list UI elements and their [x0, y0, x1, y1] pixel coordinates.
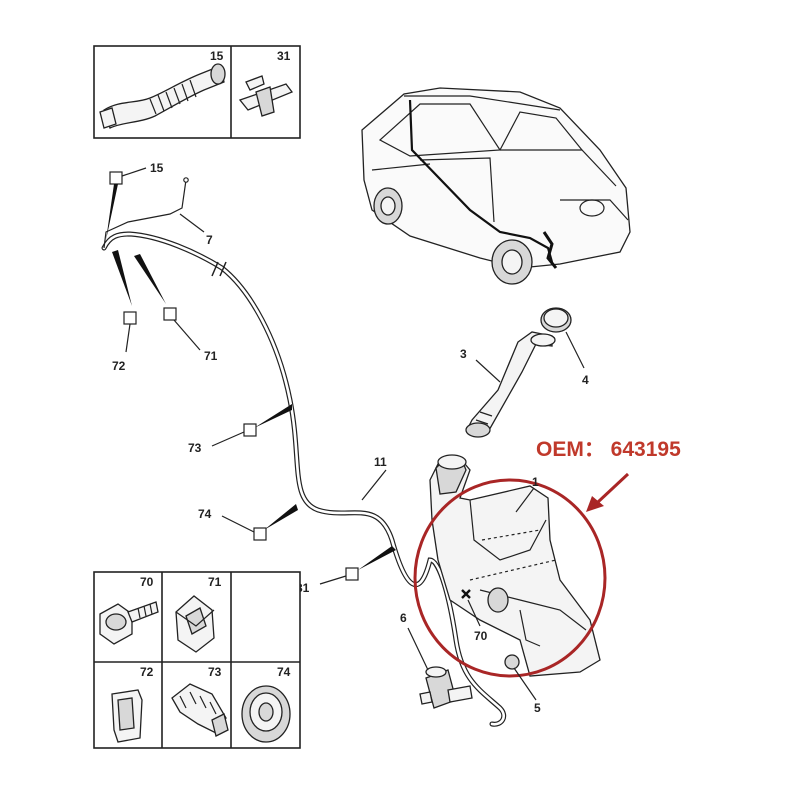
cap-illustration	[540, 307, 572, 333]
svg-text:15: 15	[150, 161, 164, 175]
callout-71: 71	[134, 254, 218, 363]
inset-label-73: 73	[208, 665, 222, 679]
inset-label-71: 71	[208, 575, 222, 589]
washer-reservoir-illustration	[429, 454, 601, 677]
svg-text:71: 71	[204, 349, 218, 363]
callout-31: 31	[296, 546, 396, 595]
washer-pump-illustration	[419, 666, 473, 709]
callout-6: 6	[400, 611, 429, 671]
svg-text:7: 7	[206, 233, 213, 247]
inset-label-72: 72	[140, 665, 154, 679]
callout-72: 72	[112, 250, 137, 373]
inset-label-15: 15	[210, 49, 224, 63]
bottom-inset-grid: 70 71 72 73 74	[93, 571, 301, 749]
plastic-clip-illustration	[111, 689, 143, 743]
callout-4: 4	[565, 331, 589, 387]
svg-text:73: 73	[188, 441, 202, 455]
oem-label: OEM： 643195	[536, 438, 681, 461]
corrugated-pipe-illustration	[99, 63, 226, 129]
inset-label-70: 70	[140, 575, 154, 589]
svg-text:4: 4	[582, 373, 589, 387]
grommet-illustration	[241, 685, 291, 743]
svg-text:1: 1	[532, 475, 539, 489]
svg-text:70: 70	[474, 629, 488, 643]
callout-73: 73	[188, 404, 292, 455]
top-inset-box: 15 31	[93, 45, 301, 139]
callout-74: 74	[198, 504, 298, 541]
callout-5: 5	[513, 667, 541, 715]
callout-11: 11	[361, 455, 387, 501]
callout-70: 70	[461, 589, 488, 643]
callout-7: 7	[179, 213, 213, 247]
oem-highlight: OEM： 643195	[413, 438, 681, 678]
clip-nut-illustration	[175, 595, 215, 653]
callout-1: 1	[515, 475, 539, 513]
filler-neck-illustration	[465, 331, 556, 438]
screw-illustration	[99, 601, 159, 645]
svg-text:74: 74	[198, 507, 212, 521]
svg-text:6: 6	[400, 611, 407, 625]
svg-text:3: 3	[460, 347, 467, 361]
svg-text:72: 72	[112, 359, 126, 373]
hose-clip-illustration	[171, 683, 229, 737]
callout-3: 3	[460, 347, 501, 383]
inset-label-74: 74	[277, 665, 291, 679]
car-illustration	[361, 87, 631, 285]
svg-text:5: 5	[534, 701, 541, 715]
inset-label-31: 31	[277, 49, 291, 63]
washer-hose	[101, 177, 507, 727]
svg-text:11: 11	[374, 455, 387, 469]
callout-15: 15	[106, 161, 164, 240]
clip-31-illustration	[238, 75, 294, 117]
